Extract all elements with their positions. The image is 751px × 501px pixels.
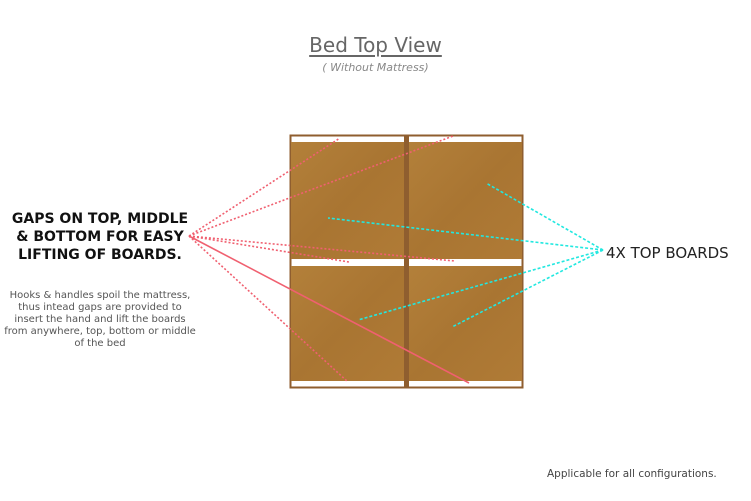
pointer-board-bottom-left [357, 249, 604, 321]
pointer-top-gap-right [188, 135, 454, 237]
board-bottom-right [409, 266, 522, 381]
diagram-subtitle: ( Without Mattress) [322, 61, 429, 74]
gap-pointer-lines [188, 135, 470, 384]
pointer-bottom-gap-right [188, 235, 470, 384]
pointer-board-top-right [485, 182, 604, 251]
board-top-right [409, 142, 522, 259]
center-divider [404, 136, 409, 387]
pointer-board-bottom-right [451, 249, 604, 328]
diagram-title: Bed Top View [309, 33, 442, 57]
board-pointer-lines [327, 182, 604, 328]
board-bottom-left [291, 266, 404, 381]
pointer-middle-gap-right [188, 235, 456, 262]
pointer-board-top-left [327, 217, 604, 251]
footer-note: Applicable for all configurations. [547, 468, 717, 480]
boards-label: 4X TOP BOARDS [606, 244, 729, 262]
gaps-heading: GAPS ON TOP, MIDDLE & BOTTOM FOR EASY LI… [11, 211, 189, 263]
gaps-description: Hooks & handles spoil the mattress, thus… [4, 290, 196, 349]
pointer-middle-gap-left [188, 235, 350, 263]
